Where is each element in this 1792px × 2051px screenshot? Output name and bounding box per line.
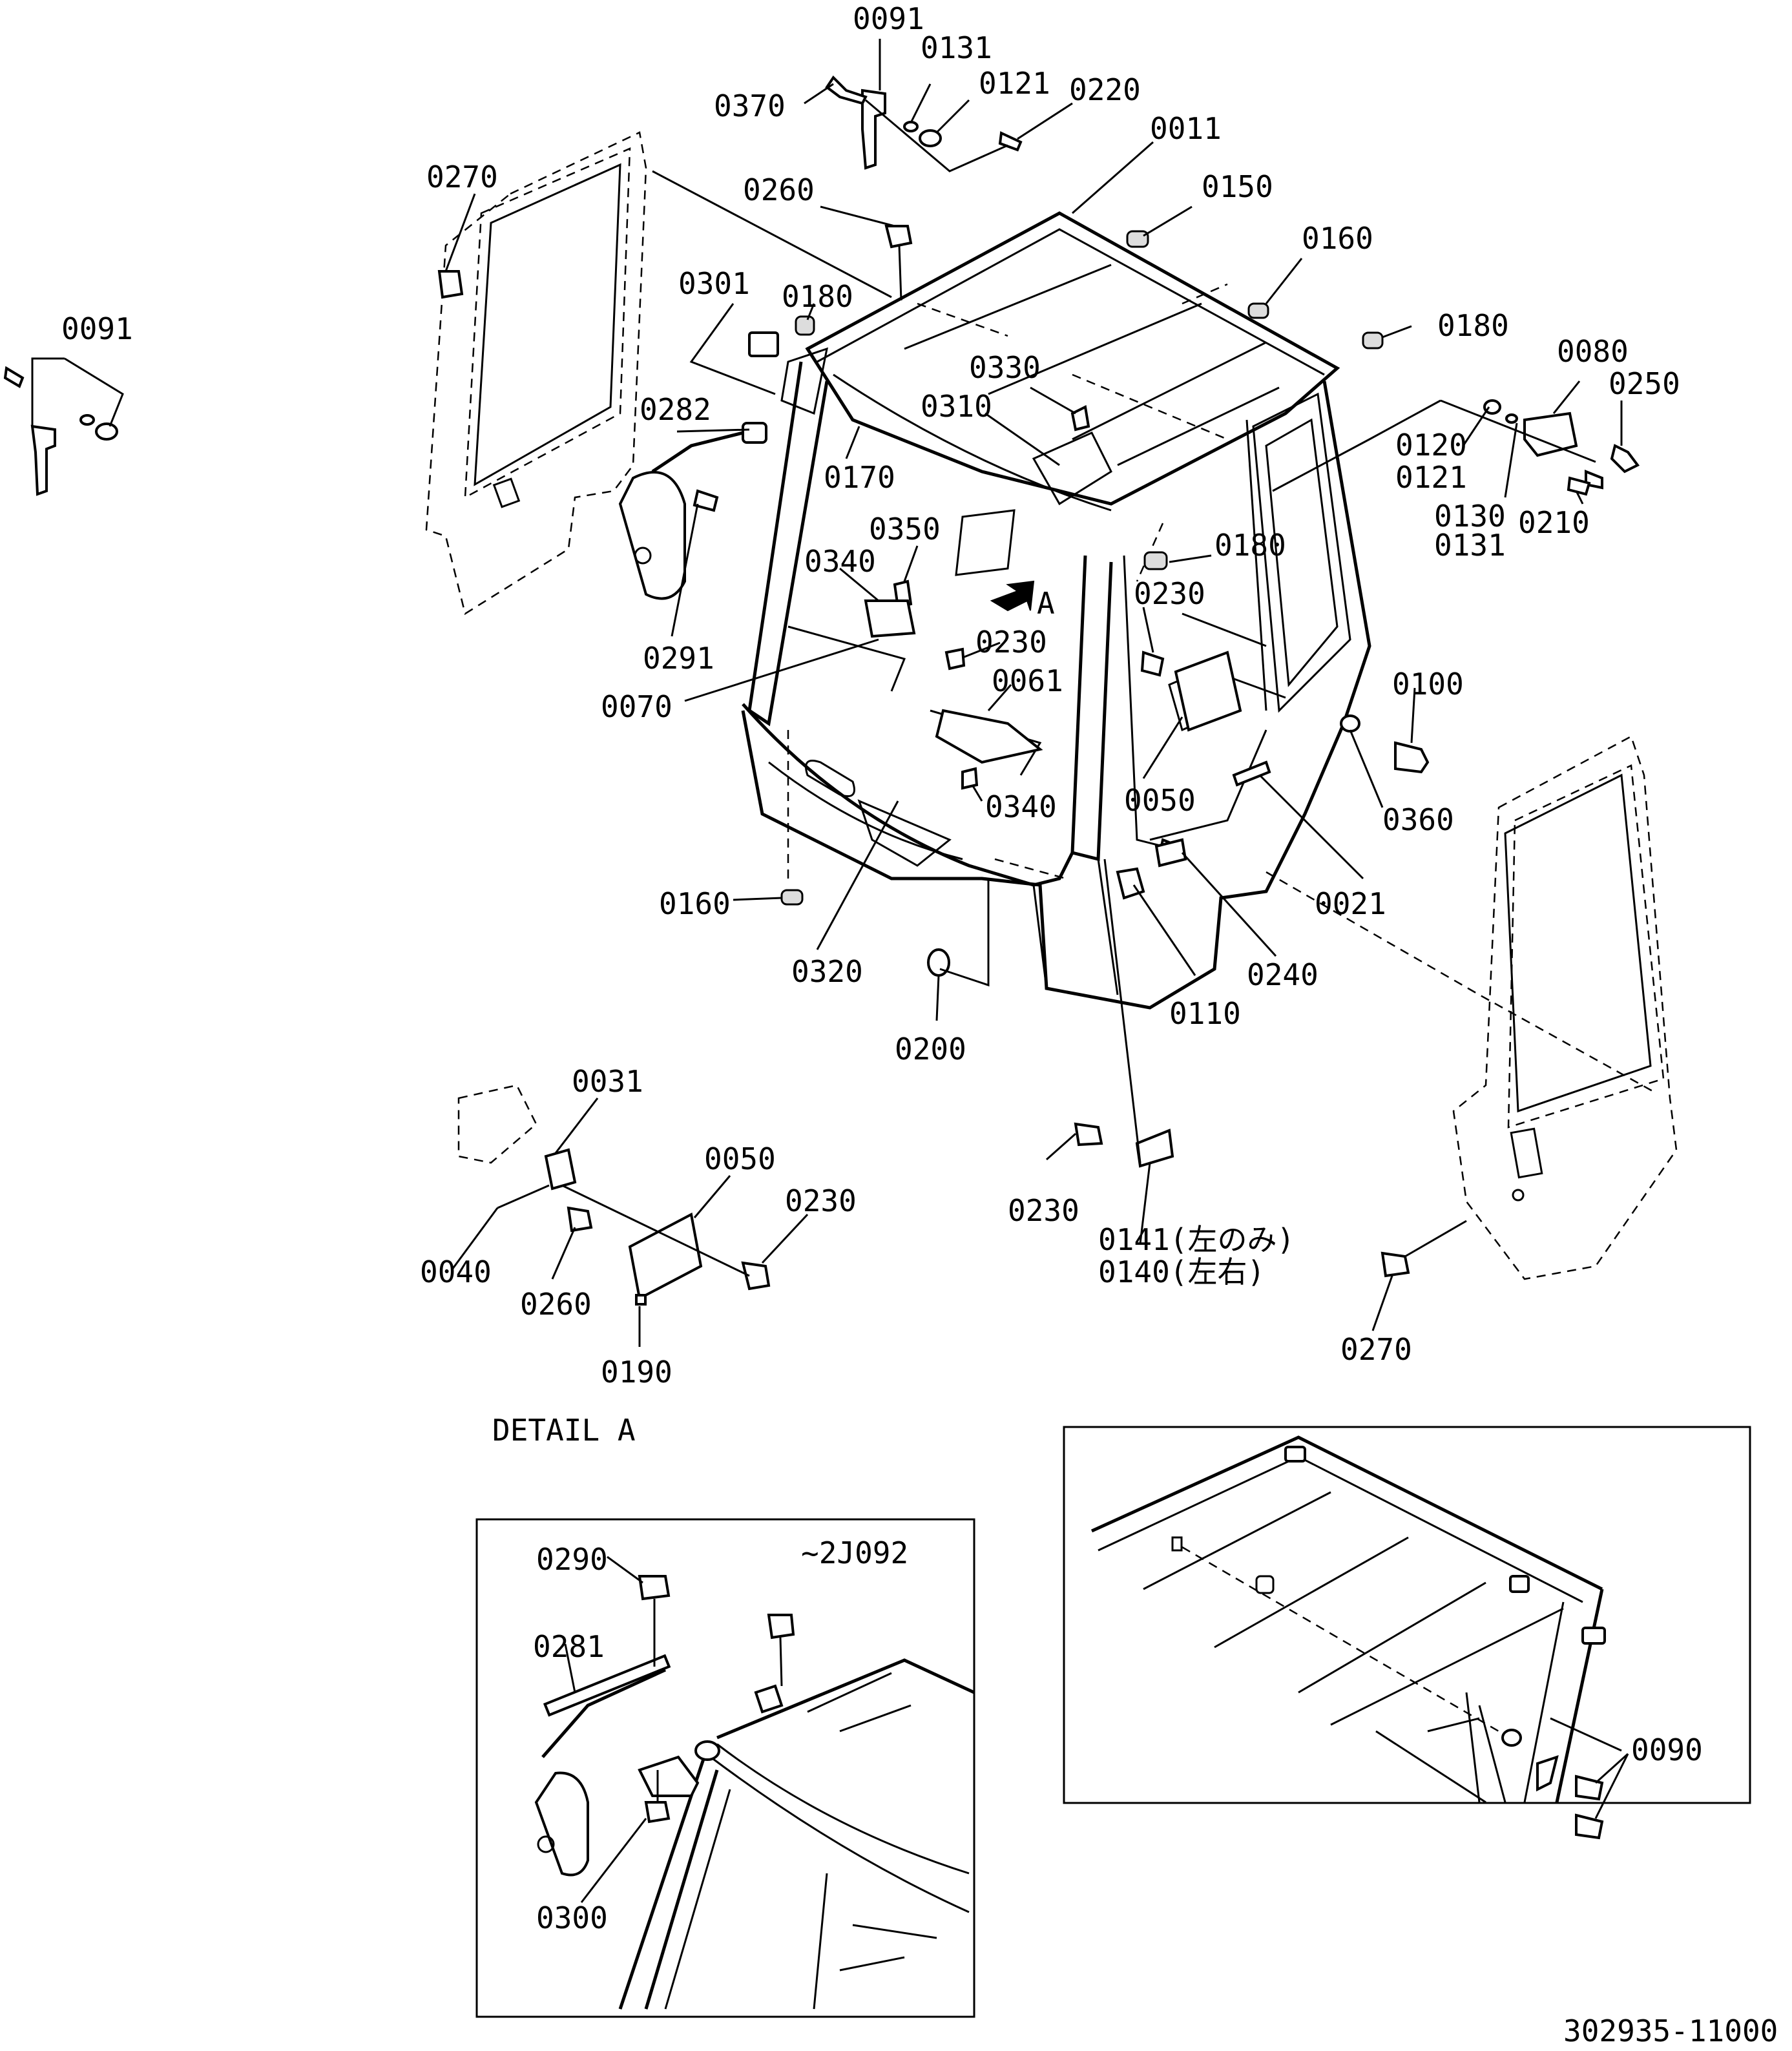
label-0011: 0011 (1150, 111, 1222, 146)
part-labels: 0091 0131 0121 0220 0370 0011 0270 0260 … (61, 1, 1778, 2048)
left-bracket-0091 (3, 366, 118, 496)
label-0270-right: 0270 (1340, 1332, 1412, 1367)
label-0230-c: 0230 (785, 1183, 857, 1218)
label-0040: 0040 (420, 1255, 492, 1289)
label-0260-bottom: 0260 (520, 1287, 592, 1322)
label-0180-c: 0180 (1214, 528, 1286, 563)
label-0140: 0140(左右) (1098, 1255, 1265, 1289)
label-0110: 0110 (1169, 996, 1241, 1031)
label-0141: 0141(左のみ) (1098, 1222, 1295, 1257)
label-0090: 0090 (1631, 1733, 1703, 1767)
label-0050-b: 0050 (704, 1141, 776, 1176)
label-0301: 0301 (678, 266, 750, 301)
label-0230-a: 0230 (1134, 576, 1205, 611)
label-0061: 0061 (992, 663, 1063, 698)
label-0310: 0310 (921, 389, 992, 424)
label-0260-top: 0260 (743, 172, 815, 207)
label-0130: 0130 (1434, 499, 1506, 534)
label-0210: 0210 (1518, 505, 1590, 540)
label-0080: 0080 (1557, 334, 1629, 369)
label-0160-bottom: 0160 (659, 886, 731, 921)
left-door (425, 131, 647, 615)
label-0150: 0150 (1202, 169, 1273, 204)
view-arrow-a: A (990, 580, 1055, 621)
label-0320: 0320 (791, 954, 863, 989)
label-0091-left: 0091 (61, 311, 133, 346)
label-0230-d: 0230 (1008, 1193, 1079, 1228)
label-0340-a: 0340 (804, 544, 876, 579)
label-0160-top: 0160 (1302, 221, 1373, 256)
label-0282: 0282 (640, 392, 711, 427)
label-0330: 0330 (969, 350, 1041, 385)
label-0180-b: 0180 (1437, 308, 1509, 343)
label-0190: 0190 (601, 1355, 672, 1390)
view-arrow-letter: A (1037, 586, 1055, 621)
label-0131: 0131 (921, 30, 992, 65)
label-0240: 0240 (1247, 957, 1318, 992)
label-0121-top: 0121 (979, 66, 1050, 101)
leader-lines (31, 39, 1654, 1347)
label-0360: 0360 (1382, 802, 1454, 837)
label-0370: 0370 (714, 88, 786, 123)
lower-left-subassembly (457, 1084, 771, 1306)
label-0120: 0120 (1395, 428, 1467, 463)
label-0340-b: 0340 (985, 789, 1057, 824)
part-0140 (1074, 1122, 1174, 1168)
hardware (437, 75, 1640, 977)
label-0021: 0021 (1315, 886, 1386, 921)
label-0070: 0070 (601, 689, 672, 724)
label-0290: 0290 (536, 1542, 608, 1577)
label-0180-a: 0180 (782, 279, 853, 314)
cab-frame (741, 211, 1371, 1010)
label-0250: 0250 (1609, 366, 1680, 401)
label-0121-right: 0121 (1395, 460, 1467, 495)
label-0200: 0200 (895, 1032, 966, 1067)
label-0091-top: 0091 (853, 1, 924, 36)
label-0131-right: 0131 (1434, 528, 1506, 563)
label-0300: 0300 (536, 1900, 608, 1935)
label-0220: 0220 (1069, 72, 1141, 107)
detail-roof-box (1063, 1426, 1751, 1840)
label-0050-a: 0050 (1124, 783, 1196, 818)
detail-a-serial-note: ~2J092 (801, 1536, 908, 1570)
label-0281: 0281 (533, 1629, 605, 1664)
detail-a-box (475, 1518, 975, 2018)
label-0350: 0350 (869, 512, 941, 547)
label-0270-left: 0270 (426, 160, 498, 194)
drawing-number: 302935-11000 (1563, 2014, 1778, 2048)
label-0230-b: 0230 (975, 625, 1047, 660)
label-0170: 0170 (824, 460, 895, 495)
bolt-0270-right (1380, 1251, 1410, 1278)
detail-a-title: DETAIL A (492, 1413, 636, 1448)
label-0291: 0291 (643, 641, 714, 676)
side-mirror (618, 422, 767, 600)
label-0100: 0100 (1392, 667, 1464, 702)
label-0031: 0031 (572, 1064, 643, 1099)
right-door (1452, 735, 1678, 1280)
